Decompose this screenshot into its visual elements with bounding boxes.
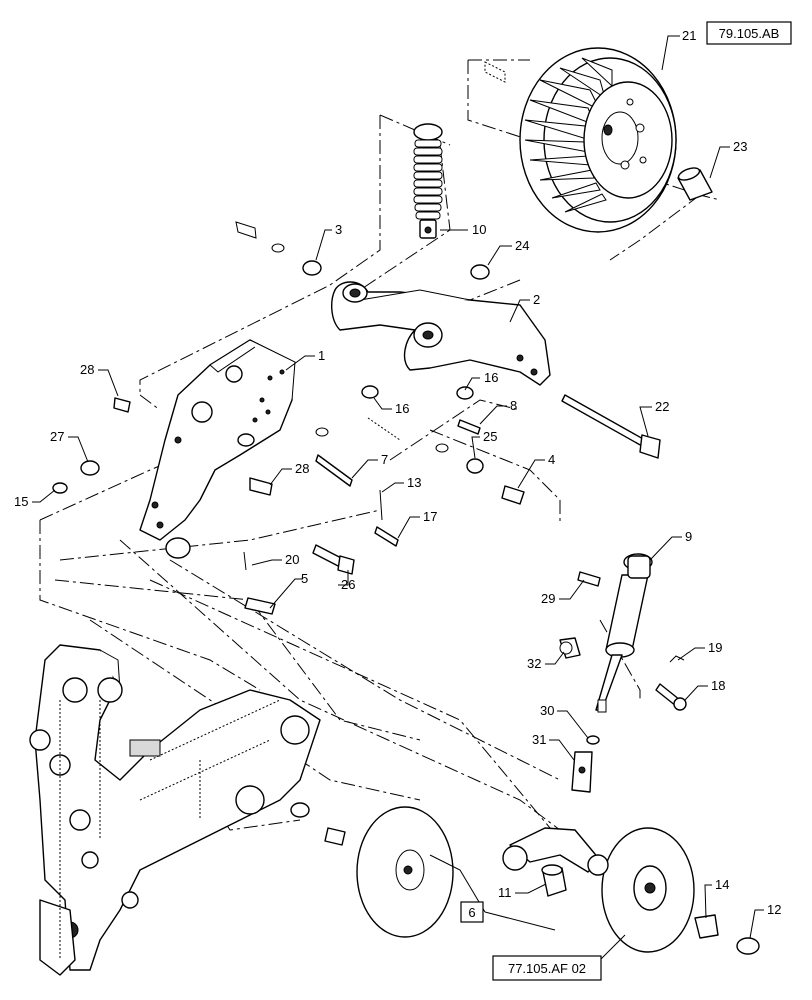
ref-box-top-right[interactable]: 79.105.AB xyxy=(706,21,792,45)
ring-16a xyxy=(361,385,379,399)
callout-11: 11 xyxy=(498,885,512,900)
callout-16-upper: 16 xyxy=(395,401,409,416)
callout-1: 1 xyxy=(318,348,325,363)
callout-24: 24 xyxy=(515,238,529,253)
callout-19: 19 xyxy=(708,640,722,655)
spacer-3 xyxy=(302,260,322,276)
hub-nut-left xyxy=(290,802,346,846)
bolt-26 xyxy=(312,544,355,575)
wheel-bolt-stub xyxy=(484,61,506,83)
ring-15 xyxy=(52,482,68,494)
spacer-25 xyxy=(435,443,484,474)
callout-10: 10 xyxy=(472,222,486,237)
callout-numbers: 21 23 10 3 24 2 1 28 16 16 8 22 27 25 4 … xyxy=(14,28,781,917)
cylinder-9 xyxy=(595,553,653,713)
callout-32: 32 xyxy=(527,656,541,671)
ref-box-bottom[interactable]: 77.105.AF 02 xyxy=(492,955,602,981)
elbow-32 xyxy=(559,637,581,659)
callout-21: 21 xyxy=(682,28,696,43)
cap-12 xyxy=(736,937,760,955)
bushing-23 xyxy=(677,167,713,201)
bolt-16a xyxy=(367,417,401,441)
callout-26: 26 xyxy=(341,577,355,592)
callout-23: 23 xyxy=(733,139,747,154)
clip-13 xyxy=(379,489,383,521)
callout-7: 7 xyxy=(381,452,388,467)
bolt-28a xyxy=(113,397,131,413)
callout-20: 20 xyxy=(285,552,299,567)
callout-8: 8 xyxy=(510,398,517,413)
bushing-11 xyxy=(541,864,567,897)
bolt-22 xyxy=(561,394,661,459)
ring-16b xyxy=(456,386,474,400)
callout-13: 13 xyxy=(407,475,421,490)
frame-assembly xyxy=(29,644,321,976)
clip-19 xyxy=(669,655,685,663)
callout-14: 14 xyxy=(715,877,729,892)
callout-box-6: 6 xyxy=(460,901,484,923)
callout-28-center: 28 xyxy=(295,461,309,476)
arm-2 xyxy=(331,281,551,386)
gauge-wheel xyxy=(519,47,677,233)
bolt-14 xyxy=(694,914,719,939)
callout-5: 5 xyxy=(301,571,308,586)
bolt-3-top xyxy=(235,221,285,253)
callout-4: 4 xyxy=(548,452,555,467)
callout-2: 2 xyxy=(533,292,540,307)
callout-25: 25 xyxy=(483,429,497,444)
ref-label-bottom: 77.105.AF 02 xyxy=(508,961,586,976)
pin-7 xyxy=(315,427,353,487)
callout-28-left: 28 xyxy=(80,362,94,377)
callout-6-label: 6 xyxy=(468,905,475,920)
spacer-27 xyxy=(80,460,100,476)
bolt-4 xyxy=(501,485,525,505)
callout-15: 15 xyxy=(14,494,28,509)
bolt-28b xyxy=(249,477,273,496)
disc-right xyxy=(601,827,695,953)
callout-27: 27 xyxy=(50,429,64,444)
disc-hub-arm xyxy=(502,827,609,876)
callout-18: 18 xyxy=(711,678,725,693)
callout-16-lower: 16 xyxy=(484,370,498,385)
ref-label-top-right: 79.105.AB xyxy=(719,26,780,41)
callout-3: 3 xyxy=(335,222,342,237)
clip-20 xyxy=(243,551,247,571)
fitting-29 xyxy=(577,571,601,587)
pin-5 xyxy=(244,597,276,615)
callout-30: 30 xyxy=(540,703,554,718)
pin-8 xyxy=(457,419,481,435)
callout-17: 17 xyxy=(423,509,437,524)
callout-12: 12 xyxy=(767,902,781,917)
nut-30 xyxy=(586,735,600,745)
disc-left xyxy=(356,806,454,938)
bracket-1 xyxy=(139,339,296,559)
callout-29: 29 xyxy=(541,591,555,606)
callout-31: 31 xyxy=(532,732,546,747)
callout-22: 22 xyxy=(655,399,669,414)
leader-lines xyxy=(32,35,764,961)
pin-17 xyxy=(374,526,399,547)
spring-10 xyxy=(413,123,443,239)
clevis-31 xyxy=(571,751,593,793)
callout-9: 9 xyxy=(685,529,692,544)
pin-18 xyxy=(655,683,687,711)
nut-24 xyxy=(470,264,490,280)
